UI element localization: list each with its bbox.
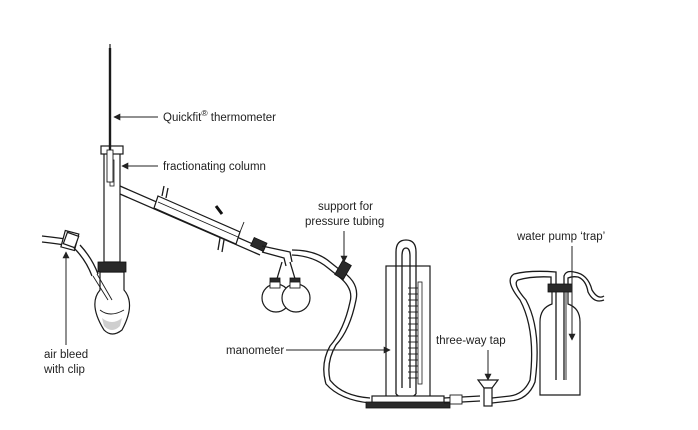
- distillation-flask: [92, 261, 131, 335]
- three-way-tap: [476, 379, 511, 407]
- support-label-line2: pressure tubing: [305, 216, 384, 228]
- air-bleed-label-line1: air bleed: [44, 349, 88, 361]
- thermometer-label-rest: thermometer: [208, 112, 277, 124]
- condenser: [119, 185, 268, 256]
- manometer-label: manometer: [226, 345, 284, 357]
- thermometer: [106, 44, 114, 183]
- tubing-to-tap: [443, 394, 481, 405]
- manometer: [365, 239, 451, 409]
- pressure-tubing: [291, 249, 371, 404]
- svg-text:Quickfit® thermometer: Quickfit® thermometer: [163, 108, 276, 124]
- trap-label: water pump ‘trap’: [516, 231, 605, 243]
- tubing-support-clamp: [334, 260, 352, 280]
- tubing-to-trap: [509, 270, 557, 402]
- registered-mark: ®: [201, 108, 208, 118]
- label-thermometer: Quickfit® thermometer: [113, 108, 276, 124]
- label-manometer: manometer: [226, 345, 391, 357]
- air-bleed-label-line2: with clip: [43, 364, 85, 376]
- tap-label: three-way tap: [436, 335, 506, 347]
- label-column: fractionating column: [121, 161, 266, 173]
- thermometer-label-main: Quickfit: [163, 112, 202, 124]
- label-support: support for pressure tubing: [305, 201, 384, 263]
- air-bleed-clip: [62, 231, 80, 249]
- support-label-line1: support for: [318, 201, 373, 213]
- receiver-adapter: [261, 245, 311, 313]
- column-label: fractionating column: [163, 161, 266, 173]
- label-trap: water pump ‘trap’: [516, 231, 605, 341]
- water-pump-trap: [539, 270, 605, 396]
- label-air-bleed: air bleed with clip: [43, 251, 88, 376]
- label-tap: three-way tap: [436, 335, 506, 381]
